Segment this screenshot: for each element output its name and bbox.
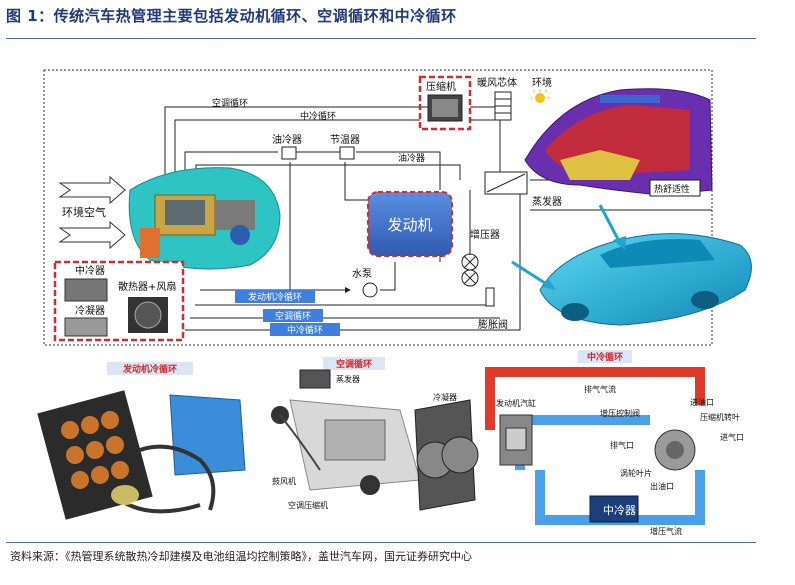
br-cylinder-label: 发动机汽缸 — [496, 398, 536, 408]
thermal-comfort-label: 热舒适性 — [654, 183, 690, 195]
water-pump-icon — [362, 282, 378, 298]
radiator-fan-icon — [128, 297, 168, 333]
figure-title: 图 1：传统汽车热管理主要包括发动机循环、空调循环和中冷循环 — [6, 7, 457, 25]
ambient-air-label: 环境空气 — [62, 205, 106, 219]
oil-cooler-2-label: 油冷器 — [398, 152, 425, 164]
ac-loop-label: 空调循环 — [212, 97, 248, 109]
title-divider — [6, 38, 756, 39]
thermostat-box — [339, 146, 355, 160]
condenser-icon — [64, 317, 108, 337]
heater-core-label: 暖风芯体 — [477, 76, 517, 89]
oil-cooler-label: 油冷器 — [272, 133, 302, 146]
compressor-highlight — [418, 75, 472, 131]
br-turbine-blade-label: 涡轮叶片 — [620, 468, 652, 478]
radiator-fan-label: 散热器+风扇 — [118, 280, 176, 293]
br-inlet-label: 进油口 — [690, 397, 714, 407]
br-outlet-label: 出油口 — [650, 481, 674, 491]
br-boost-flow-label: 增压气流 — [650, 526, 682, 536]
bl-title-tag — [107, 362, 193, 375]
compressor-label: 压缩机 — [426, 80, 456, 93]
br-compressor-blade-label: 压缩机转叶 — [700, 412, 740, 422]
svg-text:中冷循环: 中冷循环 — [287, 324, 323, 336]
bm-title-tag — [323, 357, 385, 370]
turbocharger-icon — [461, 253, 479, 287]
br-boost-valve-label: 增压控制阀 — [600, 408, 640, 418]
turbocharger-label: 增压器 — [470, 228, 500, 241]
engine-bay-render — [128, 167, 281, 270]
engine-cooling-render — [37, 390, 246, 520]
pointer-arrows — [511, 204, 626, 290]
evaporator-label: 蒸发器 — [532, 195, 562, 208]
source-divider — [6, 542, 756, 543]
source-note: 资料来源：《热管理系统散热冷却建模及电池组温均控制策略》，盖世汽车网，国元证券研… — [10, 550, 472, 563]
water-pump-label: 水泵 — [352, 268, 372, 280]
oil-cooler-box — [281, 146, 297, 160]
car-interior-render — [524, 88, 713, 196]
br-title: 中冷循环 — [587, 351, 623, 363]
br-air-inlet-label: 进气口 — [720, 432, 744, 442]
intercooler-loop-label: 中冷循环 — [300, 110, 336, 122]
intercooler-loop-render — [485, 367, 705, 525]
br-intercooler-label: 中冷器 — [603, 504, 636, 517]
thermal-comfort-box — [649, 179, 701, 197]
bm-condenser-label: 冷凝器 — [433, 392, 457, 402]
br-exhaust-flow-label: 排气气流 — [584, 384, 616, 394]
intercooler-icon — [64, 278, 108, 302]
intercooler-label: 中冷器 — [75, 264, 105, 277]
svg-text:空调循环: 空调循环 — [275, 310, 311, 322]
expansion-valve-label: 膨胀阀 — [478, 318, 508, 331]
ac-loop-tag — [263, 309, 323, 322]
bm-compressor-label: 空调压缩机 — [288, 500, 328, 510]
top-diagram-frame — [43, 69, 713, 346]
expansion-valve-icon — [485, 287, 495, 307]
bm-fan-label: 鼓风机 — [272, 476, 296, 486]
svg-text:发动机冷循环: 发动机冷循环 — [248, 291, 302, 303]
sun-icon — [530, 89, 550, 103]
engine-box — [367, 191, 453, 257]
bm-title: 空调循环 — [336, 358, 372, 370]
condenser-label: 冷凝器 — [75, 304, 105, 317]
bm-evaporator-label: 蒸发器 — [336, 374, 360, 384]
environment-label: 环境 — [532, 76, 552, 89]
thermostat-label: 节温器 — [330, 134, 360, 146]
cyan-car-render — [539, 233, 752, 326]
engine-label: 发动机 — [387, 216, 432, 234]
engine-loop-tag — [235, 290, 315, 303]
ac-loop-render — [271, 369, 479, 511]
br-exhaust-port-label: 排气口 — [610, 440, 634, 450]
intercooler-loop-tag — [270, 323, 340, 336]
br-title-tag — [578, 350, 632, 363]
ambient-air-arrows — [58, 175, 126, 250]
bl-title: 发动机冷循环 — [122, 363, 177, 375]
